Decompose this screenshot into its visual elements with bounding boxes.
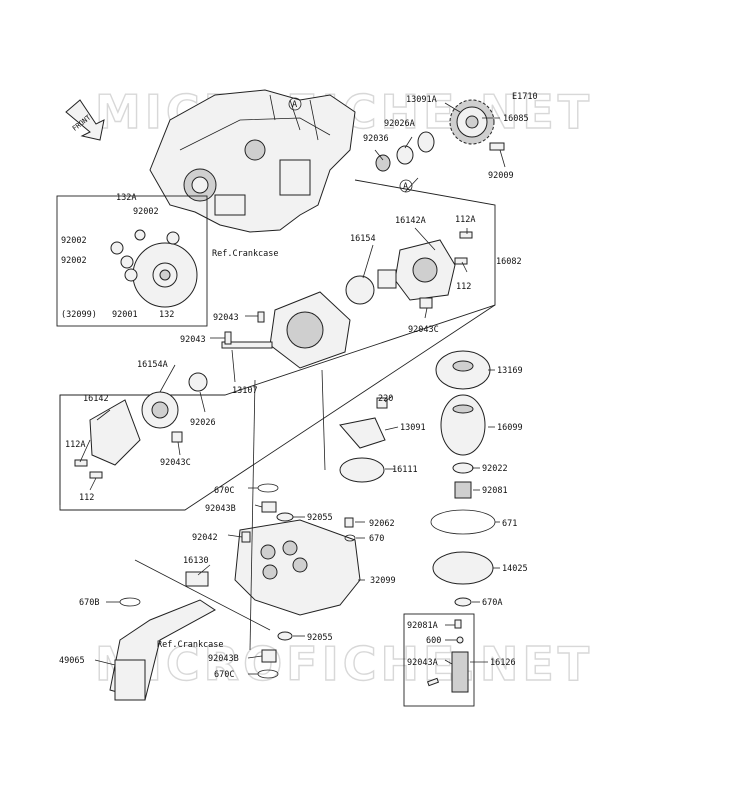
pump-gear-illustration xyxy=(375,99,505,172)
label-112A-b: 112A xyxy=(65,440,85,450)
ref-a-circle-top xyxy=(288,97,302,111)
label-92043B: 92043B xyxy=(205,504,236,514)
label-112: 112 xyxy=(456,282,471,292)
label-92055-b: 92055 xyxy=(307,633,333,643)
label-13107: 13107 xyxy=(232,386,258,396)
pump-body-illustration xyxy=(185,483,361,679)
label-16126: 16126 xyxy=(490,658,516,668)
label-92002-c: 92002 xyxy=(61,256,87,266)
label-132: 132 xyxy=(159,310,174,320)
label-671: 671 xyxy=(502,519,517,529)
part-number-labels: 13091A 16085 92009 92036 92026A 132A 920… xyxy=(59,95,529,680)
label-92081: 92081 xyxy=(482,486,508,496)
label-112A: 112A xyxy=(455,215,475,225)
label-92026A: 92026A xyxy=(384,119,415,129)
lower-assembly-bracket xyxy=(59,304,496,511)
label-92002-b: 92002 xyxy=(61,236,87,246)
oil-filter-illustration xyxy=(430,350,496,607)
label-16082: 16082 xyxy=(496,257,522,267)
relief-valve-box xyxy=(403,613,475,707)
diagram-code: E1710 xyxy=(512,92,538,102)
label-16142: 16142 xyxy=(83,394,109,404)
label-92001: 92001 xyxy=(112,310,138,320)
label-670C-b: 670C xyxy=(214,670,234,680)
label-92062: 92062 xyxy=(369,519,395,529)
strainer-illustration xyxy=(109,597,216,701)
plate-illustration xyxy=(339,397,388,483)
ref-crankcase-bottom: Ref.Crankcase xyxy=(157,640,224,650)
label-16142A: 16142A xyxy=(395,216,426,226)
label-16130: 16130 xyxy=(183,556,209,566)
label-16154A: 16154A xyxy=(137,360,168,370)
label-16099: 16099 xyxy=(497,423,523,433)
ref-a-top: A xyxy=(292,100,297,110)
label-92043-b: 92043 xyxy=(180,335,206,345)
label-16085: 16085 xyxy=(503,114,529,124)
label-13091A: 13091A xyxy=(406,95,437,105)
label-92036: 92036 xyxy=(363,134,389,144)
label-600: 600 xyxy=(426,636,441,646)
label-16111: 16111 xyxy=(392,465,418,475)
crankcase-illustration xyxy=(149,89,356,233)
label-92043C: 92043C xyxy=(408,325,439,335)
label-92043C-b: 92043C xyxy=(160,458,191,468)
label-92022: 92022 xyxy=(482,464,508,474)
label-32099-paren: (32099) xyxy=(61,310,97,320)
label-92043A: 92043A xyxy=(407,658,438,668)
label-14025: 14025 xyxy=(502,564,528,574)
label-13091: 13091 xyxy=(400,423,426,433)
label-220: 220 xyxy=(378,394,393,404)
label-49065: 49065 xyxy=(59,656,85,666)
label-92043B-b: 92043B xyxy=(208,654,239,664)
label-13169: 13169 xyxy=(497,366,523,376)
pump-housing-illustration xyxy=(74,231,473,479)
label-92055: 92055 xyxy=(307,513,333,523)
label-670B: 670B xyxy=(79,598,99,608)
label-670: 670 xyxy=(369,534,384,544)
label-92002-a: 92002 xyxy=(133,207,159,217)
label-670C: 670C xyxy=(214,486,234,496)
label-112-b: 112 xyxy=(79,493,94,503)
label-16154: 16154 xyxy=(350,234,376,244)
label-92043-a: 92043 xyxy=(213,313,239,323)
watermark-bottom: MICROFICHE.NET xyxy=(95,637,593,691)
label-32099: 32099 xyxy=(370,576,396,586)
label-132A: 132A xyxy=(116,193,136,203)
label-92009: 92009 xyxy=(488,171,514,181)
inset-box-32099 xyxy=(56,195,208,327)
label-92026: 92026 xyxy=(190,418,216,428)
ref-a-circle-mid xyxy=(399,179,413,193)
relief-valve-illustration xyxy=(426,619,469,693)
ref-a-mid: A xyxy=(403,182,408,192)
cover-detail-illustration xyxy=(110,229,198,308)
leader-lines xyxy=(79,102,506,675)
label-92081A: 92081A xyxy=(407,621,438,631)
front-arrow-icon: FRONT xyxy=(65,99,105,141)
ref-crankcase-top: Ref.Crankcase xyxy=(212,249,279,259)
label-670A: 670A xyxy=(482,598,502,608)
label-92042: 92042 xyxy=(192,533,218,543)
